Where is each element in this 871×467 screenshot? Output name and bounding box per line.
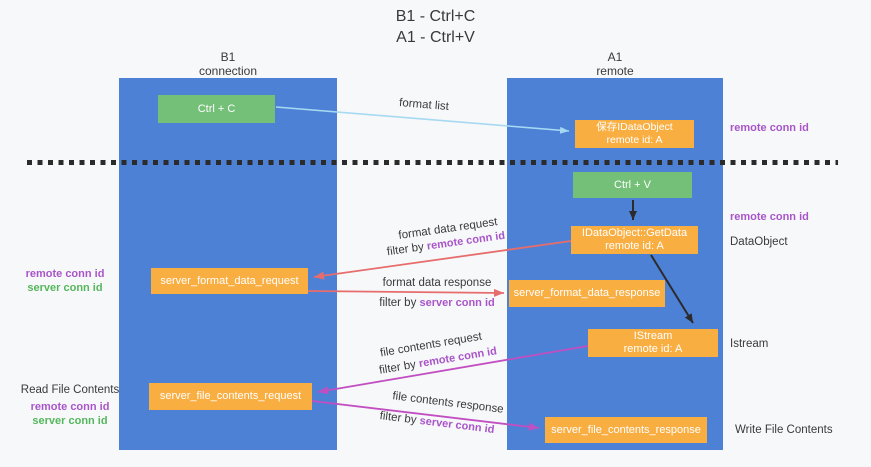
node-server-format-data-request-label: server_format_data_request [160, 274, 299, 287]
node-ctrl-c-label: Ctrl + C [197, 102, 236, 115]
right-remote-conn-id-top: remote conn id [730, 122, 809, 134]
right-istream-label: Istream [730, 338, 769, 350]
column-a1-title: A1 [607, 50, 623, 64]
session-separator-line [27, 160, 838, 165]
column-header-a1: A1 remote [507, 50, 723, 78]
right-write-file-contents-label: Write File Contents [735, 424, 833, 436]
label-format-data-response-filter: filter by server conn id [379, 297, 494, 309]
label-format-list: format list [398, 97, 450, 113]
left-read-file-contents-label: Read File Contents [20, 384, 120, 396]
right-dataobject-label: DataObject [730, 236, 788, 248]
node-server-file-contents-request: server_file_contents_request [149, 383, 312, 410]
title-line-2: A1 - Ctrl+V [396, 29, 475, 46]
node-save-dataobject-line1: 保存IDataObject [596, 121, 673, 133]
diagram-title: B1 - Ctrl+C A1 - Ctrl+V [0, 6, 871, 48]
node-istream: IStream remote id: A [588, 329, 718, 357]
filter-by-text: filter by [379, 297, 417, 309]
title-line-1: B1 - Ctrl+C [395, 8, 476, 25]
left-conn-id-group-1: remote conn id server conn id [10, 267, 120, 295]
node-server-format-data-response: server_format_data_response [509, 280, 665, 307]
label-file-contents-response-filter: filter by server conn id [379, 410, 495, 436]
arrow-format-data-response [307, 288, 505, 297]
left-conn-id-group-2: Read File Contents remote conn id server… [14, 383, 126, 428]
left-server-conn-id-1: server conn id [27, 282, 103, 294]
node-idataobject-getdata-line1: IDataObject::GetData [581, 227, 688, 239]
column-b1-title: B1 [220, 50, 236, 64]
label-format-data-response: format data response [382, 277, 492, 289]
node-ctrl-c: Ctrl + C [158, 95, 275, 123]
node-server-file-contents-request-label: server_file_contents_request [159, 390, 302, 402]
node-server-format-data-response-label: server_format_data_response [513, 287, 661, 299]
left-remote-conn-id-1: remote conn id [25, 268, 105, 280]
node-save-dataobject: 保存IDataObject remote id: A [575, 120, 694, 148]
node-server-file-contents-response: server_file_contents_response [545, 417, 707, 443]
filter-by-text: filter by [378, 410, 418, 427]
node-server-format-data-request: server_format_data_request [151, 268, 308, 294]
column-header-b1: B1 connection [119, 50, 337, 78]
right-remote-conn-id-mid: remote conn id [730, 211, 809, 223]
node-istream-line1: IStream [633, 330, 673, 342]
node-istream-line2: remote id: A [623, 343, 683, 355]
node-idataobject-getdata: IDataObject::GetData remote id: A [571, 226, 698, 254]
node-save-dataobject-line2: remote id: A [606, 134, 663, 146]
server-conn-id-key: server conn id [418, 414, 496, 436]
label-file-contents-response: file contents response [391, 390, 505, 416]
node-idataobject-getdata-line2: remote id: A [605, 240, 664, 252]
filter-by-text: filter by [378, 358, 417, 377]
filter-by-text: filter by [386, 241, 425, 259]
column-b1-subtitle: connection [198, 64, 258, 78]
column-a1-subtitle: remote [596, 64, 634, 78]
server-conn-id-key: server conn id [419, 297, 495, 309]
left-server-conn-id-2: server conn id [32, 415, 108, 427]
node-ctrl-v: Ctrl + V [573, 172, 692, 198]
node-server-file-contents-response-label: server_file_contents_response [551, 423, 701, 436]
left-remote-conn-id-2: remote conn id [30, 401, 110, 413]
node-ctrl-v-label: Ctrl + V [614, 178, 651, 191]
